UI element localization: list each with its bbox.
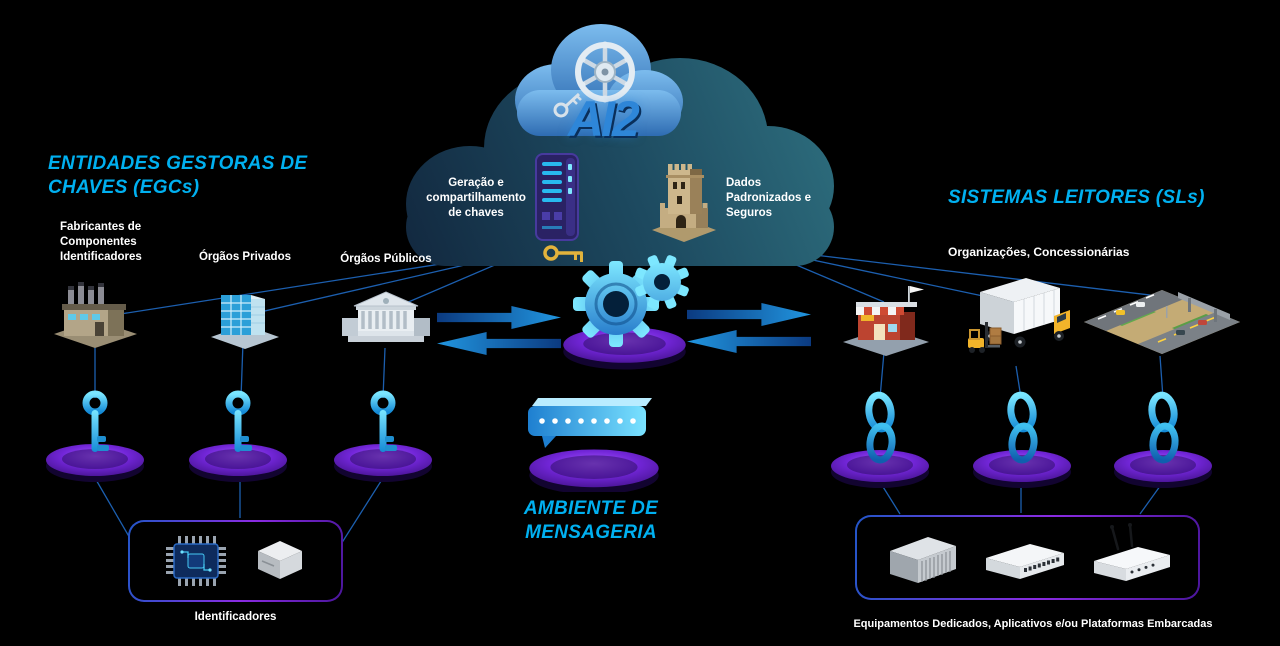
chain-link-icon [1114, 390, 1212, 488]
key-wheel-icon [515, 24, 683, 136]
key-icon [189, 386, 287, 482]
device-module-icon [257, 541, 302, 579]
egc-title: ENTIDADES GESTORAS DE CHAVES (EGCs) [48, 153, 308, 199]
chain-link-icon [973, 390, 1071, 488]
egc-entity-label-privados: Órgãos Privados [198, 251, 292, 263]
network-switch-icon [986, 543, 1064, 579]
generation-label: Geração e compartilhamento de chaves [426, 177, 526, 220]
gold-key-icon [543, 245, 583, 262]
router-icon [1094, 522, 1170, 581]
egc-entity-label-publicos: Órgãos Públicos [340, 253, 432, 265]
government-building-icon [342, 291, 430, 342]
key-icon [334, 386, 432, 482]
chain-link-icon [831, 390, 929, 488]
store-icon [843, 286, 929, 356]
sl-subtitle: Organizações, Concessionárias [948, 245, 1130, 259]
server-icon [535, 153, 583, 262]
identifiers-box [128, 520, 343, 602]
fortress-icon [652, 164, 716, 242]
equipment-label: Equipamentos Dedicados, Aplicativos e/ou… [853, 618, 1213, 630]
egc-entity-label-fabricantes: Fabricantes de Componentes Identificador… [60, 221, 142, 264]
highway-icon [1084, 290, 1240, 354]
key-icon [46, 386, 144, 482]
truck-logistics-icon [968, 278, 1070, 353]
factory-icon [54, 282, 137, 348]
messaging-title: AMBIENTE DE MENSAGERIA [523, 498, 659, 544]
chip-icon [165, 536, 226, 586]
ai2-logo: AI2 [568, 91, 640, 147]
password-token-icon [528, 398, 659, 492]
identifiers-label: Identificadores [194, 611, 277, 623]
secure-data-label: Dados Padronizados e Seguros [726, 177, 811, 220]
office-building-icon [211, 295, 279, 349]
equipment-box [855, 515, 1200, 600]
gears-icon [563, 255, 689, 370]
rack-server-icon [890, 536, 956, 583]
sl-title: SISTEMAS LEITORES (SLs) [948, 187, 1205, 208]
